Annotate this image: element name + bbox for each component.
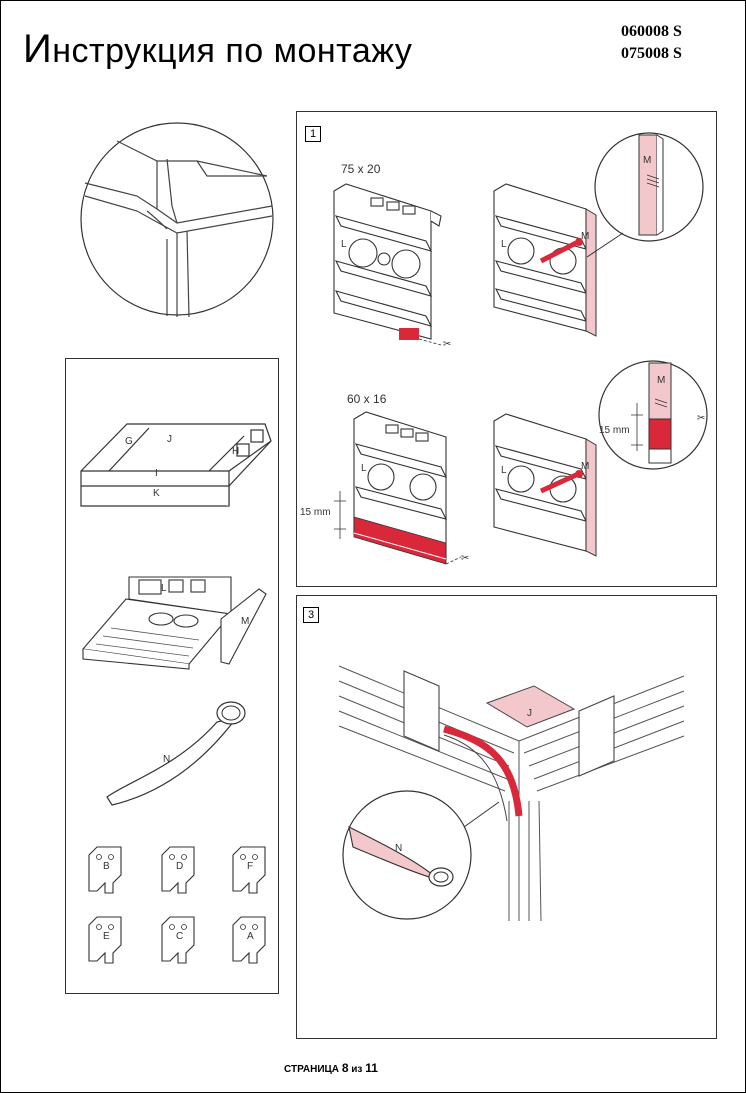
corner-installation-illustration: J: [338, 665, 685, 922]
corner-detail-illustration: [80, 122, 274, 318]
step3-label-j: J: [527, 708, 532, 719]
footer-separator: из: [351, 1064, 363, 1075]
clip-label-c: C: [176, 931, 183, 942]
page-title: Инструкция по монтажу: [23, 27, 412, 72]
profile-label-m-1: M: [581, 231, 589, 242]
corner-piece-illustration: G J H I K: [80, 423, 272, 507]
footer-current-page: 8: [341, 1061, 349, 1075]
profile-60x16-illustration: ✂ L: [353, 411, 469, 565]
profile-60x16-mounted-illustration: L M: [493, 413, 597, 557]
footer-prefix: СТРАНИЦА: [284, 1064, 340, 1075]
step-1-number: 1: [305, 126, 321, 142]
tube-n-detail: N: [342, 790, 500, 920]
clip-label-b: B: [103, 861, 110, 872]
clip-label-e: E: [103, 931, 110, 942]
junction-box-illustration: L M: [81, 576, 267, 670]
measure-label-left: 15 mm: [300, 507, 331, 518]
product-code-2: 075008 S: [621, 45, 682, 62]
part-label-g: G: [125, 436, 133, 447]
clips-illustration: B D F E C A: [88, 846, 266, 964]
clip-label-d: D: [176, 861, 183, 872]
profile-label-l-4: L: [501, 465, 507, 476]
product-codes: 060008 S 075008 S: [621, 21, 682, 65]
profile-75x20-illustration: ✂ L: [333, 183, 451, 350]
profile-label-m-2: M: [581, 461, 589, 472]
measure-label-right: 15 mm: [599, 425, 630, 436]
flexible-tube-illustration: N: [106, 701, 246, 806]
measure-bracket-left: [334, 491, 346, 539]
part-label-n: N: [163, 754, 170, 765]
title-text: нструкция по монтажу: [52, 32, 413, 70]
clip-label-f: F: [247, 861, 253, 872]
dim-label-60x16: 60 x 16: [347, 392, 387, 406]
part-label-i: I: [155, 468, 158, 479]
detail-label-m-1: M: [643, 155, 651, 166]
cover-m-detail-1: M: [586, 132, 704, 258]
svg-text:✂: ✂: [697, 413, 705, 424]
part-label-h: H: [232, 446, 239, 457]
clip-label-a: A: [247, 931, 254, 942]
cover-m-detail-2: ✂ M: [598, 360, 708, 470]
part-label-m: M: [241, 616, 249, 627]
part-label-k: K: [153, 488, 160, 499]
title-initial: И: [23, 27, 53, 71]
step3-label-n: N: [395, 843, 402, 854]
dim-label-75x20: 75 x 20: [341, 162, 381, 176]
part-label-j: J: [167, 434, 172, 445]
footer-total-pages: 11: [365, 1061, 378, 1075]
profile-label-l-1: L: [341, 239, 347, 250]
svg-text:✂: ✂: [443, 339, 451, 350]
profile-label-l-2: L: [501, 239, 507, 250]
detail-label-m-2: M: [657, 375, 665, 386]
step-3-number: 3: [303, 607, 319, 623]
profile-label-l-3: L: [361, 463, 367, 474]
svg-text:✂: ✂: [461, 553, 469, 564]
part-label-l: L: [161, 583, 167, 594]
product-code-1: 060008 S: [621, 23, 682, 40]
profile-75x20-mounted-illustration: L M: [493, 183, 597, 337]
page-footer: СТРАНИЦА 8 из 11: [284, 1061, 378, 1075]
